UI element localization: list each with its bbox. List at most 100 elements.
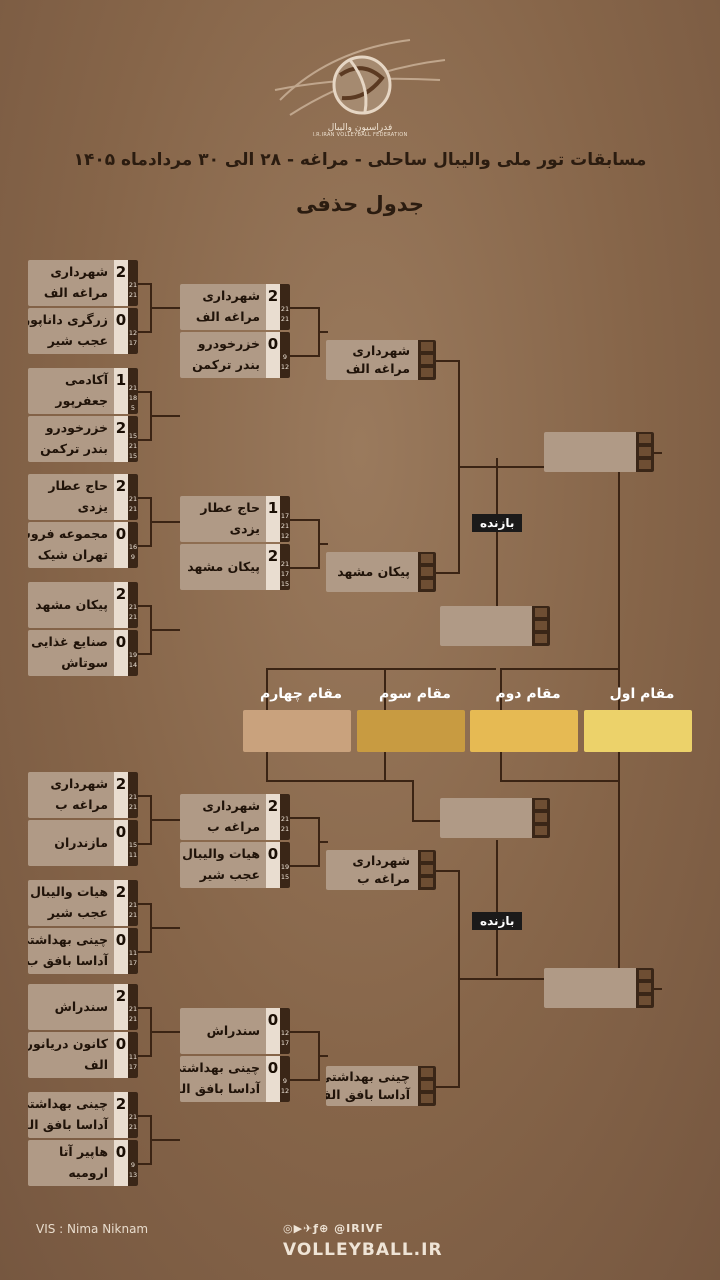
team-name-line2: بندر ترکمن	[40, 441, 108, 456]
score-column	[418, 1066, 436, 1106]
score-column	[418, 850, 436, 890]
link-icon: ⊕	[319, 1222, 330, 1235]
bracket-line	[290, 1079, 318, 1081]
page-subtitle: جدول حذفی	[295, 192, 425, 216]
credit-text: VIS : Nima Niknam	[36, 1222, 149, 1236]
place-label-4: مقام چهارم	[259, 686, 343, 702]
score-slot	[421, 878, 433, 887]
score-slot	[421, 342, 433, 351]
team-name: شهرداری	[352, 343, 410, 358]
bracket-line	[436, 360, 458, 362]
game-score: 15	[128, 432, 138, 440]
bracket-line	[150, 927, 180, 929]
website-link[interactable]: VOLLEYBALL.IR	[283, 1240, 443, 1260]
team-name-line2: مراغه الف	[345, 361, 410, 376]
score-column	[418, 552, 436, 592]
team-name: شهرداری	[50, 264, 108, 279]
bracket-line	[436, 870, 458, 872]
game-score: 21	[128, 911, 138, 919]
game-score: 11	[128, 949, 138, 957]
team-name: پیکان مشهد	[187, 559, 260, 574]
federation-logo-icon: فدراسیون والیبال	[274, 39, 446, 133]
bracket-line	[384, 780, 414, 782]
winner-box[interactable]: شهرداری مراغه الف	[326, 340, 436, 380]
sets-won: 2	[114, 582, 128, 628]
winner-box[interactable]	[440, 606, 550, 646]
bracket-line	[150, 521, 180, 523]
winner-box[interactable]	[544, 432, 654, 472]
bracket-line	[266, 780, 386, 782]
game-score: 9	[130, 553, 136, 561]
winner-box[interactable]	[440, 798, 550, 838]
score-slot	[639, 970, 651, 979]
team-name-line2: عجب شیر	[47, 905, 108, 920]
score-slot	[421, 1081, 433, 1090]
sets-won: 0	[114, 1032, 128, 1078]
bracket-line	[318, 543, 328, 545]
score-column	[636, 432, 654, 472]
score-column	[636, 968, 654, 1008]
bracket-line	[150, 629, 180, 631]
bracket-line	[290, 817, 318, 819]
game-score: 5	[130, 404, 136, 412]
bracket-line	[384, 668, 386, 710]
social-handle: ◎▶✈ƒ⊕ @IRIVF	[283, 1222, 384, 1235]
score-slot	[535, 813, 547, 822]
game-score: 15	[280, 873, 290, 881]
winner-box[interactable]	[544, 968, 654, 1008]
game-score: 11	[128, 1053, 138, 1061]
bracket-line	[654, 452, 662, 454]
bracket-line	[266, 668, 496, 670]
bracket-line	[138, 439, 150, 441]
bracket-line	[150, 1139, 180, 1141]
game-score: 19	[280, 863, 290, 871]
bracket-line	[500, 752, 502, 782]
game-score: 15	[128, 841, 138, 849]
winner-box[interactable]: پیکان مشهد	[326, 552, 436, 592]
game-score: 21	[280, 315, 290, 323]
bracket-line	[266, 668, 268, 710]
team-name-line2: آداسا بافق الف	[28, 1117, 108, 1132]
sets-won: 2	[114, 260, 128, 306]
team-name: حاج عطار	[48, 478, 108, 493]
bracket-line	[150, 819, 180, 821]
social-handle-text: @IRIVF	[334, 1222, 384, 1235]
score-slot	[535, 621, 547, 630]
team-name: چینی بهداشتی	[180, 1060, 260, 1075]
bracket-line	[138, 1007, 150, 1009]
